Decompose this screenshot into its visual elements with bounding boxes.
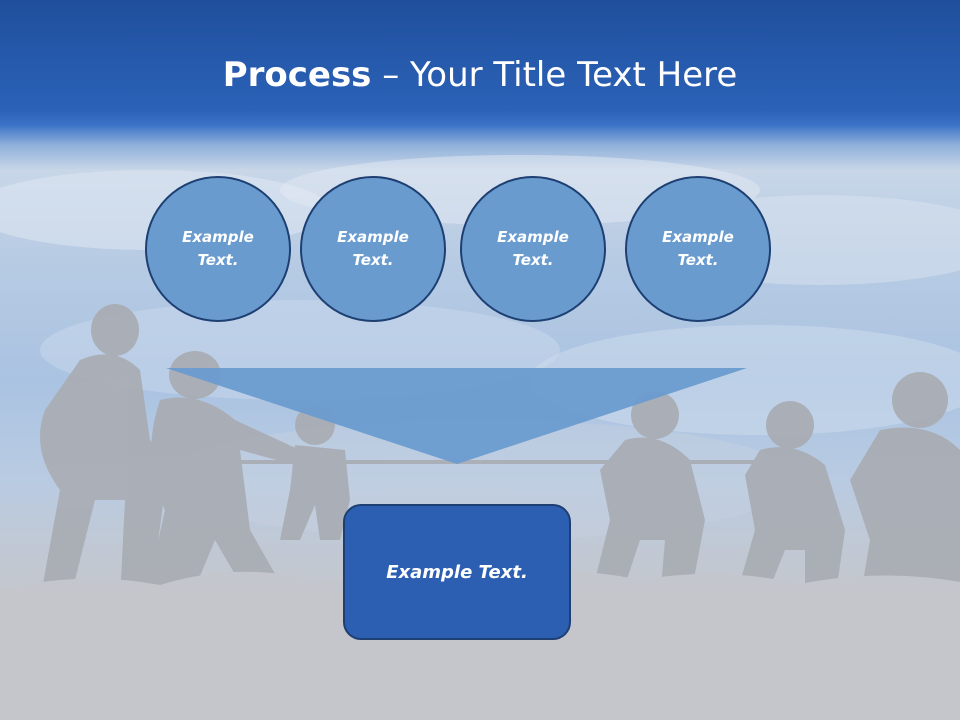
process-step-4-circle[interactable]: Example Text. [625,176,771,322]
process-step-3-circle[interactable]: Example Text. [460,176,606,322]
title-bold: Process [222,55,372,95]
process-step-2-circle[interactable]: Example Text. [300,176,446,322]
tug-of-war-silhouette-image [0,304,960,720]
process-result-box[interactable]: Example Text. [343,504,571,640]
process-step-1-circle[interactable]: Example Text. [145,176,291,322]
page-title: Process – Your Title Text Here [0,52,960,98]
title-rest: – Your Title Text Here [371,55,738,95]
